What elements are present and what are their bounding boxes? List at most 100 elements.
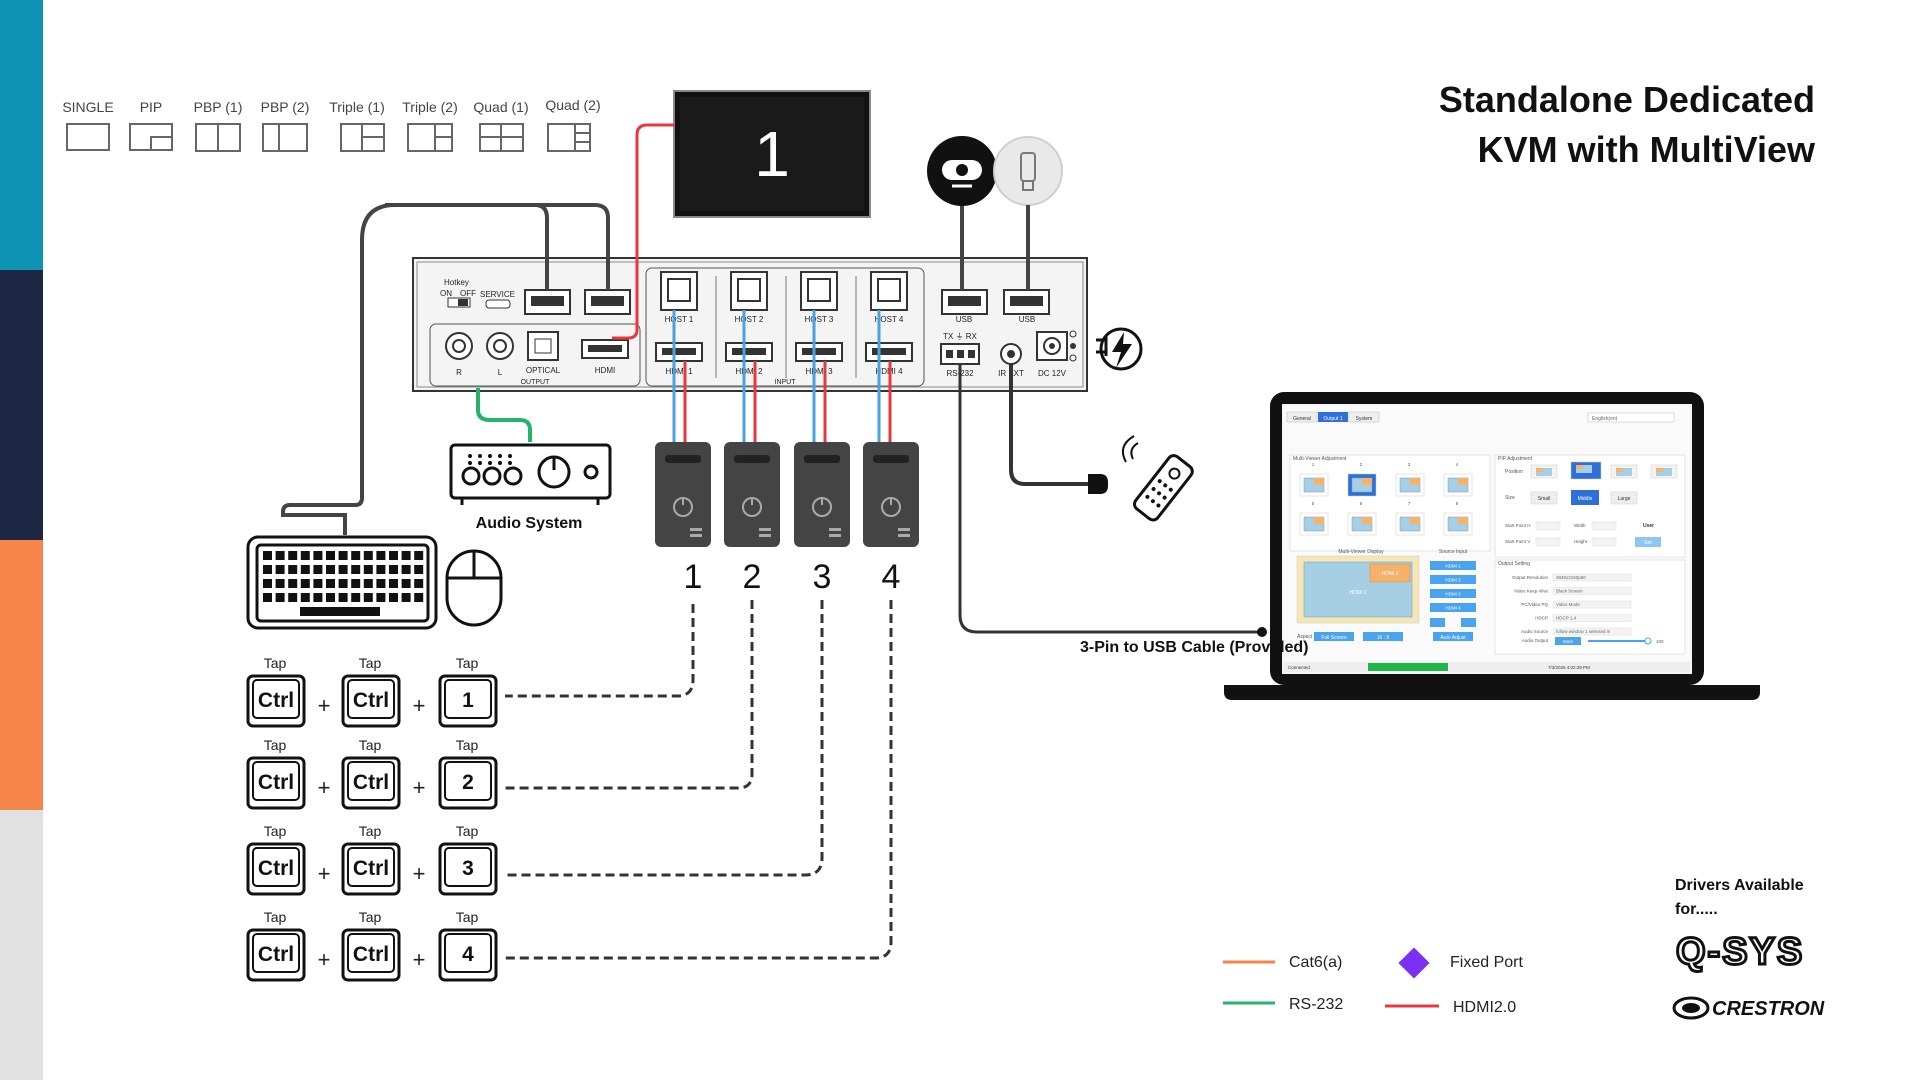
set-button[interactable] [1635,537,1661,547]
tab-output-1[interactable] [1318,412,1348,422]
qsys-logo: Q-SYS [1676,931,1804,973]
height-input[interactable] [1591,537,1617,547]
language-select[interactable] [1587,412,1675,423]
output-row-select[interactable] [1552,627,1632,636]
display-title: Multi-Viewer Display [1338,549,1384,555]
source-button[interactable] [1430,575,1476,584]
hotkey-leader-lines [505,600,893,960]
monitor-number: 1 [754,118,790,190]
host-port-3 [800,271,838,311]
side-strip-orange [0,540,43,810]
source-nav-left[interactable] [1430,618,1445,627]
keyboard-lead [281,470,364,535]
hdmi-cable-monitor [612,123,675,340]
pc-2 [724,442,780,547]
layout-mode-label: PIP [140,99,163,115]
host-port-1 [660,271,698,311]
hotkey-label: Hotkey [444,278,469,287]
output-row-value: Video Mode [1556,602,1580,607]
start-h-input[interactable] [1535,521,1561,531]
keycap: Ctrl [246,928,306,982]
tab-general[interactable] [1286,411,1318,423]
laptop-computer: General Output 1 System English(en) Mult… [1224,392,1760,700]
output-row-select[interactable] [1552,587,1632,595]
keycap-label: 1 [462,689,474,712]
start-h-label: Start Point H [1505,523,1531,528]
start-v-label: Start Point V [1505,539,1530,544]
mode-number: 8 [1456,501,1459,506]
usb-label: USB [1019,315,1035,324]
output-row-select[interactable] [1552,614,1632,622]
layout-mode-label: Quad (2) [545,97,600,113]
aspect-169-button[interactable] [1363,632,1403,641]
source-button[interactable] [1430,603,1476,612]
language-value: English(en) [1592,416,1618,422]
tap-label: Tap [359,655,382,671]
output-row-value: HDCP 1.4 [1556,616,1577,621]
optical-port [527,331,559,361]
keycap: Ctrl [341,842,401,896]
cable-label: 3-Pin to USB Cable (Provided) [1080,639,1308,656]
tab-general-label: General [1293,416,1311,422]
aspect-fullscreen-button[interactable] [1314,632,1354,641]
start-v-input[interactable] [1535,537,1561,547]
title-line-2: KVM with MultiView [1478,129,1816,170]
plus-sign: + [413,947,426,972]
output-group-box [429,323,641,387]
ir-receiver [1088,474,1108,494]
output-row-label: PC/Video PQ [1521,602,1548,607]
source-button[interactable] [1430,589,1476,598]
keycap: 1 [438,674,498,728]
audio-r-label: R [456,368,462,377]
user-label: User [1643,523,1654,529]
host-label: HOST 1 [665,315,694,324]
keycap: Ctrl [341,674,401,728]
tab-system[interactable] [1348,411,1380,423]
plus-sign: + [413,861,426,886]
source-label: HDMI 2 [1445,578,1461,583]
width-input[interactable] [1591,521,1617,531]
pc-4 [863,442,919,547]
keycap-label: Ctrl [258,771,294,794]
size-small-button[interactable] [1530,491,1558,505]
rs232-pin-label: TX ⏚ RX [943,332,977,341]
tap-label: Tap [359,909,382,925]
dc-label: DC 12V [1038,369,1067,378]
crestron-logo-text: CRESTRON [1712,998,1825,1020]
hdmi-in-label: HDMI 3 [805,367,833,376]
source-button[interactable] [1430,561,1476,570]
source-nav-right[interactable] [1461,618,1476,627]
set-label: Set [1644,540,1652,546]
preview-pip-label: HDMI 2 [1382,571,1399,577]
host-port-2 [730,271,768,311]
size-large-button[interactable] [1610,491,1638,505]
host-label: HOST 3 [805,315,834,324]
webcam-device [927,136,997,206]
service-port [485,299,511,309]
volume-thumb[interactable] [1644,637,1652,645]
tab-system-label: System [1356,416,1373,422]
output-row-value: follow window 1 selected in [1556,629,1611,634]
keycap: Ctrl [246,842,306,896]
aspect-169-label: 16 : 9 [1377,635,1390,641]
keycap-label: Ctrl [353,857,389,880]
output-row-label: Video Keep Alive [1514,589,1548,594]
layout-single-icon [66,123,110,151]
legend: Cat6(a) RS-232 Fixed Port HDMI2.0 [1223,947,1523,1016]
pc-number: 4 [882,558,901,596]
size-middle-button[interactable] [1571,490,1599,505]
aspect-fullscreen-label: Full Screen [1321,635,1347,641]
tap-label: Tap [456,909,479,925]
host-label: HOST 4 [875,315,904,324]
keycap-label: Ctrl [353,943,389,966]
pc-1 [655,442,711,547]
aspect-auto-button[interactable] [1433,632,1473,641]
output-row-select[interactable] [1552,573,1632,582]
pc-3 [794,442,850,547]
output-row-select[interactable] [1552,600,1632,609]
output-section-title: Output Setting [1498,561,1530,567]
mode-number: 6 [1360,501,1363,506]
source-title: Source Input [1439,549,1468,555]
mute-button[interactable] [1555,637,1581,645]
